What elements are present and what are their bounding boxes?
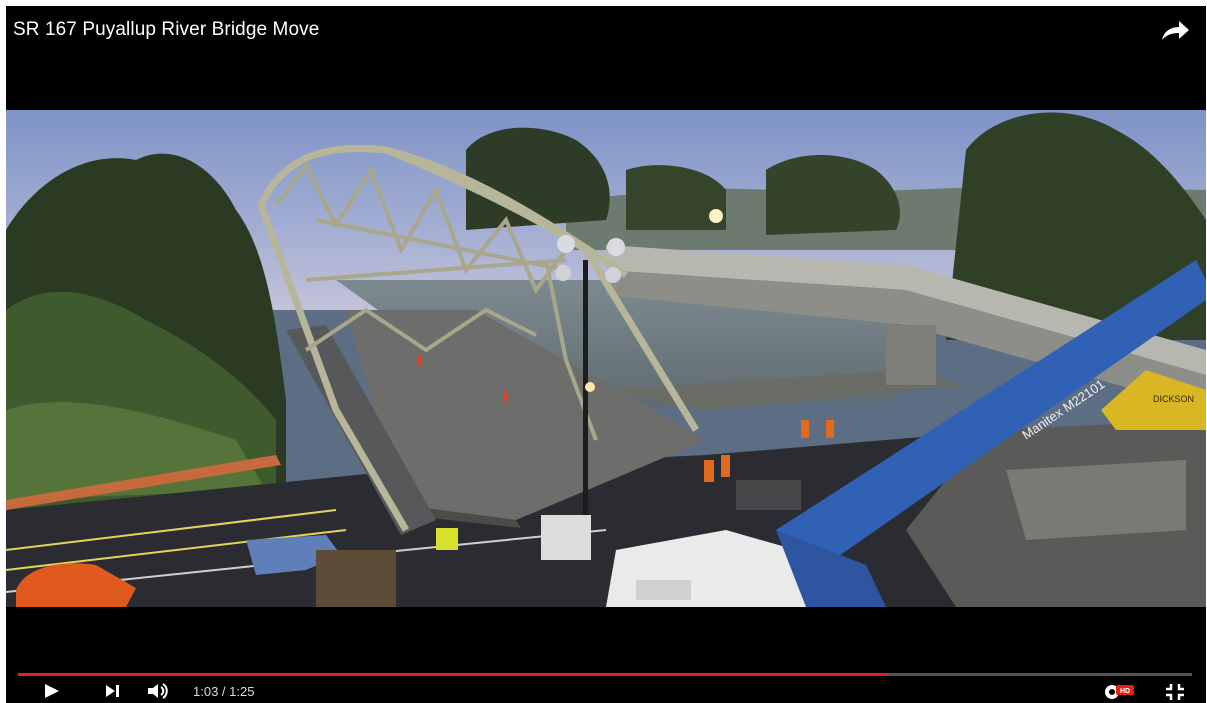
time-display: 1:03 / 1:25 [193, 684, 255, 699]
video-frame[interactable]: Manitex M22101 DICKSON [6, 110, 1206, 607]
exit-fullscreen-icon[interactable] [1164, 682, 1186, 702]
settings-gear-icon[interactable]: HD [1102, 682, 1136, 702]
progress-bar[interactable] [18, 673, 1192, 676]
video-title[interactable]: SR 167 Puyallup River Bridge Move [13, 19, 320, 40]
control-bar: 1:03 / 1:25 HD [6, 680, 1206, 703]
skip-next-icon[interactable] [102, 682, 124, 700]
share-arrow-icon[interactable] [1160, 20, 1190, 42]
video-scene: Manitex M22101 DICKSON [6, 110, 1206, 607]
video-player[interactable]: SR 167 Puyallup River Bridge Move [6, 6, 1206, 703]
progress-played [18, 673, 887, 676]
play-icon[interactable] [42, 682, 62, 700]
sign-label: DICKSON [1153, 394, 1194, 404]
hd-badge: HD [1120, 688, 1130, 695]
volume-icon[interactable] [146, 682, 172, 700]
